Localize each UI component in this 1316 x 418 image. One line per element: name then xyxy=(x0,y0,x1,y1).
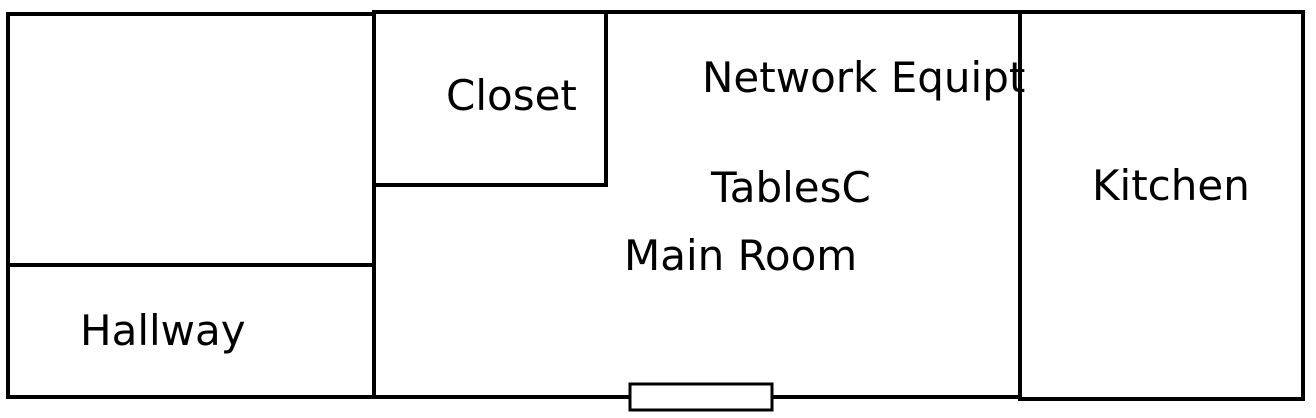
hallway-label: Hallway xyxy=(80,306,246,355)
closet-label: Closet xyxy=(446,71,577,120)
main-room-door xyxy=(628,382,774,412)
network-equipment-label: Network Equipt xyxy=(702,53,1025,102)
closet-wall xyxy=(372,10,608,187)
tables-label: TablesC xyxy=(710,163,871,212)
left-room-wall xyxy=(6,12,376,267)
kitchen-label: Kitchen xyxy=(1092,161,1250,210)
kitchen-wall xyxy=(1018,10,1305,401)
main-room-label: Main Room xyxy=(624,231,857,280)
room-labels: Closet Network Equipt TablesC Main Room … xyxy=(80,53,1250,355)
